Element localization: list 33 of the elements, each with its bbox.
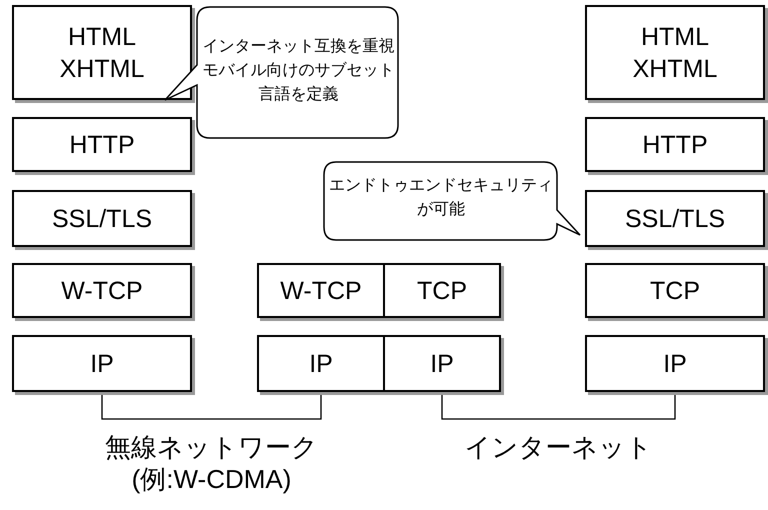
protocol-layer-box [12, 5, 192, 100]
speech-bubble [322, 160, 582, 242]
protocol-layer-box [257, 263, 385, 318]
protocol-layer-box [585, 117, 765, 172]
layer-label: IP [308, 348, 334, 380]
layer-label: IP [89, 348, 115, 380]
protocol-layer-box [585, 335, 765, 392]
layer-label: SSL/TLS [50, 204, 154, 234]
layer-label: TCP [649, 276, 701, 306]
protocol-layer-box [12, 117, 192, 172]
protocol-layer-box [585, 190, 765, 247]
protocol-layer-box [12, 190, 192, 247]
layer-label: HTTP [68, 130, 136, 160]
protocol-layer-box [12, 335, 192, 392]
layer-label: HTML XHTML [632, 22, 718, 84]
layer-label: IP [662, 348, 688, 380]
connector-line [101, 392, 322, 420]
protocol-layer-box [383, 263, 501, 318]
layer-label: HTML XHTML [58, 22, 146, 84]
protocol-layer-box [585, 5, 765, 100]
layer-label: SSL/TLS [624, 204, 726, 234]
protocol-layer-box [257, 335, 385, 392]
layer-label: HTTP [641, 130, 709, 160]
connector-line [441, 392, 676, 420]
protocol-layer-box [585, 263, 765, 318]
callout-text: インターネット互換を重視モバイル向けのサブセット言語を定義 [202, 36, 396, 105]
protocol-layer-box [383, 335, 501, 392]
callout-text: エンドトゥエンドセキュリティが可能 [328, 176, 554, 220]
layer-label: IP [429, 348, 455, 380]
layer-label: W-TCP [279, 276, 363, 306]
protocol-layer-box [12, 263, 192, 318]
layer-label: W-TCP [60, 276, 144, 306]
layer-label: TCP [416, 276, 468, 306]
